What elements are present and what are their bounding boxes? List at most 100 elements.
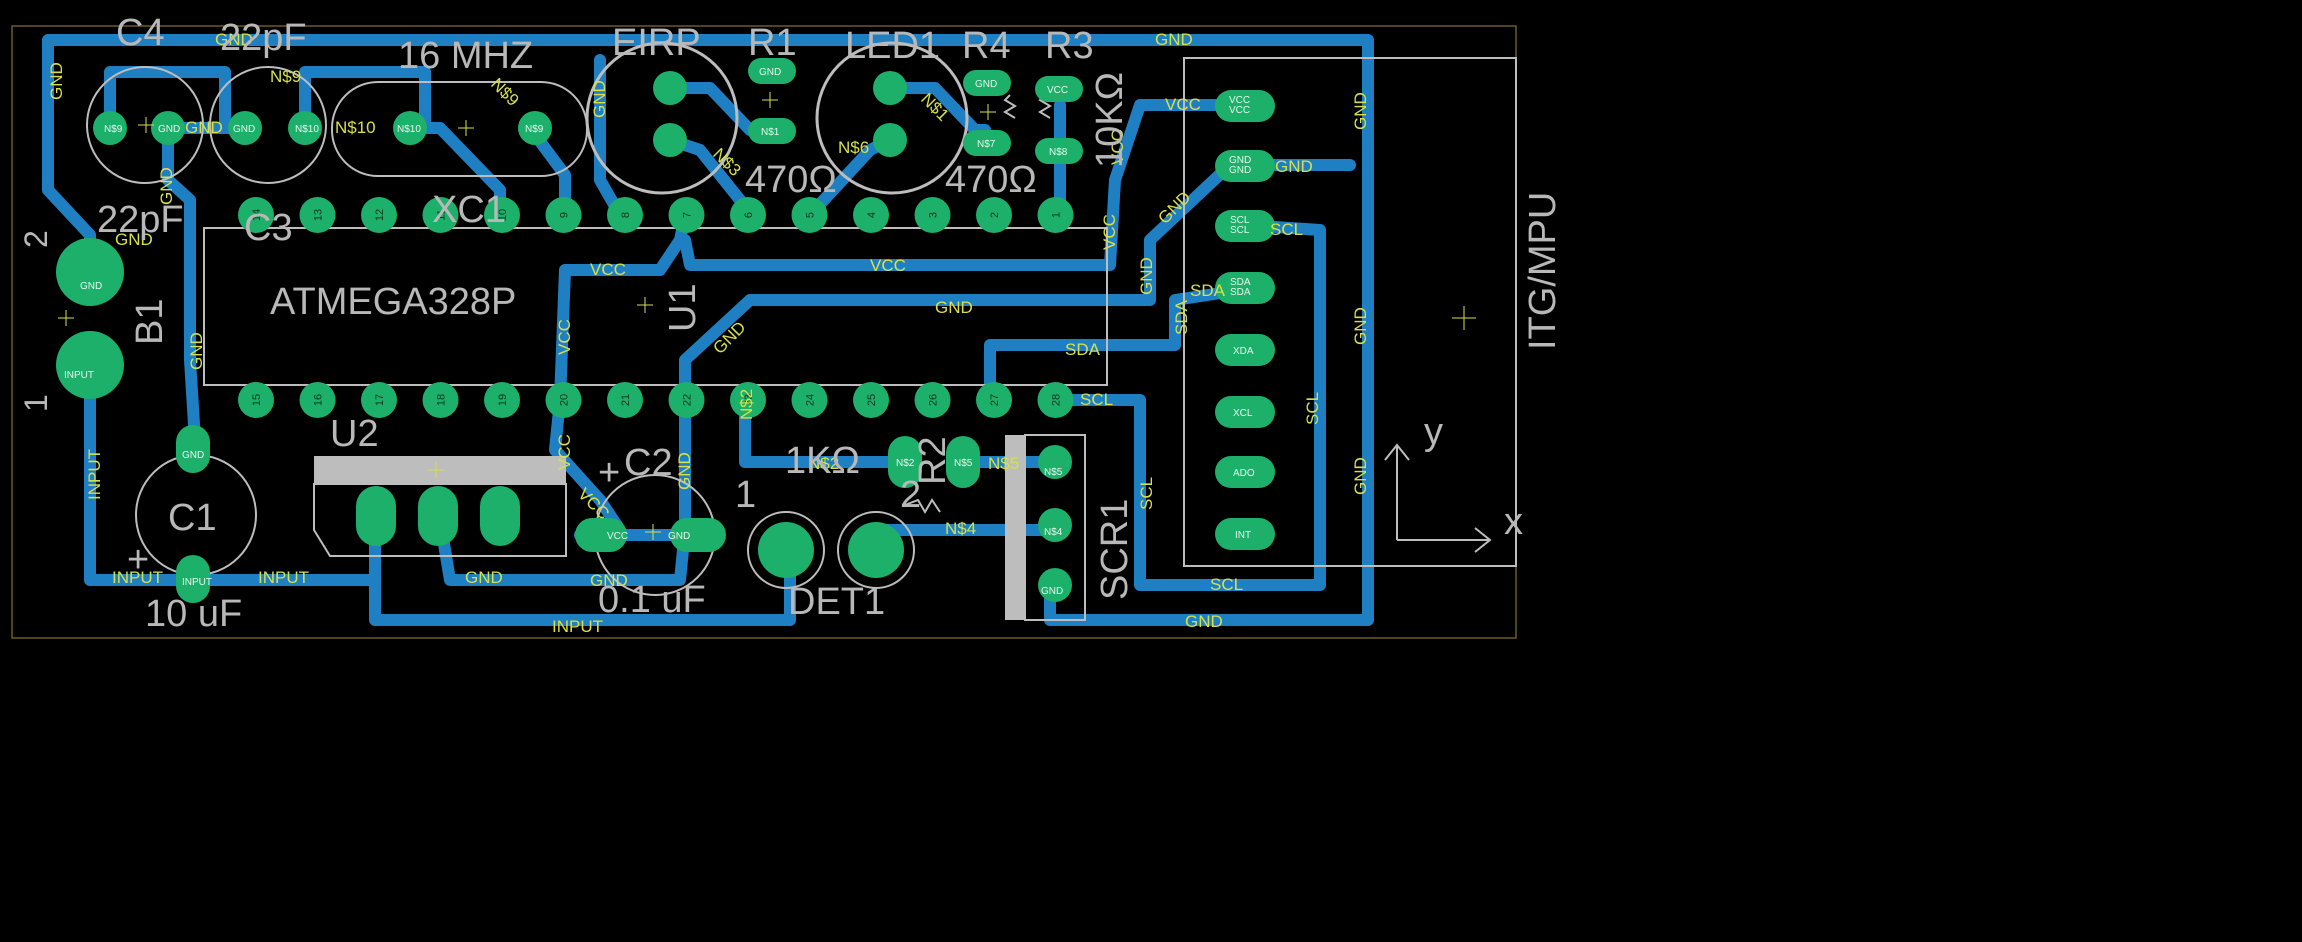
u1-pin-pad: [791, 197, 828, 233]
r4-name: R4: [962, 25, 1011, 67]
axis-y-label: y: [1424, 411, 1443, 453]
pad-text: SDA: [1230, 287, 1251, 298]
pad-text: XCL: [1233, 408, 1253, 419]
net-label: GND: [1275, 157, 1313, 176]
u1-pin-number: 14: [251, 209, 263, 221]
u1-pin-number: 10: [497, 209, 509, 221]
net-label: GND: [1351, 307, 1370, 345]
c4-value: 22pF: [220, 17, 307, 59]
u1-pin-number: 4: [866, 212, 878, 218]
u1-pin-pad: [299, 197, 336, 233]
pad-text: VCC: [1047, 85, 1068, 96]
u1-pin-number: 25: [866, 394, 878, 406]
u1-pin-number: 28: [1051, 394, 1063, 406]
net-label: INPUT: [112, 568, 163, 587]
pad-text: GND: [1041, 586, 1063, 597]
net-label: N$5: [988, 454, 1019, 473]
u1-pin-number: 9: [559, 212, 571, 218]
net-label: VCC: [590, 260, 626, 279]
c4-name: C4: [116, 12, 165, 54]
net-label: SCL: [1270, 220, 1303, 239]
pad-text: N$1: [761, 127, 780, 138]
net-label: GND: [709, 318, 749, 358]
pads: [56, 58, 1275, 603]
u1-pin-number: 27: [989, 394, 1001, 406]
component-labels: C4 22pF 22pF C3 16 MHZ XC1 EIRP R1 470Ω …: [18, 12, 1564, 635]
net-label: SDA: [1190, 281, 1226, 300]
u1-pin-pad: [668, 382, 705, 418]
u1-pin-number: 6: [743, 212, 755, 218]
u1-pin-pad: [730, 197, 766, 233]
net-label: GND: [465, 568, 503, 587]
imu-name: ITG/MPU: [1522, 192, 1564, 350]
net-label: GND: [1185, 612, 1223, 631]
net-label: N$2: [737, 389, 756, 420]
r1-name: R1: [748, 22, 797, 64]
net-label: VCC: [555, 319, 574, 355]
det1-pin1: 1: [735, 474, 756, 516]
net-label: GND: [590, 80, 609, 118]
u1-pin-pad: [853, 382, 889, 418]
u1-pin-number: 19: [497, 394, 509, 406]
u1-pin-pad: [238, 382, 274, 418]
net-label: SCL: [1137, 477, 1156, 510]
r3-name: R3: [1045, 25, 1094, 67]
net-label: INPUT: [85, 449, 104, 500]
net-label: N$4: [945, 519, 976, 538]
pad-text: GND: [158, 124, 180, 135]
pad-text: N$5: [954, 458, 973, 469]
pad-text: GND: [1229, 165, 1251, 176]
det1-pin2: 2: [900, 474, 921, 516]
pad-text: VCC: [1229, 95, 1250, 106]
pad-text: INT: [1235, 530, 1251, 541]
u1-pin-number: 21: [620, 394, 632, 406]
net-label: GND: [675, 452, 694, 490]
net-label: GND: [1351, 457, 1370, 495]
net-label: N$2: [808, 454, 839, 473]
net-label: VCC: [1108, 129, 1127, 165]
silkscreen: [86, 41, 1517, 621]
u1-pin-pad: [361, 382, 397, 418]
net-label: SDA: [1172, 299, 1191, 335]
pad-text: N$5: [1044, 467, 1063, 478]
u1-pin-number: 2: [989, 212, 1001, 218]
u1-value: ATMEGA328P: [270, 281, 516, 323]
net-label: SCL: [1210, 575, 1243, 594]
pad-text: SCL: [1230, 225, 1250, 236]
origin-crosses: [58, 92, 1476, 540]
net-label: VCC: [1165, 95, 1201, 114]
c3-name: C3: [244, 207, 293, 249]
u1-pin-number: 5: [805, 212, 817, 218]
pad-text: ADO: [1233, 468, 1255, 479]
pad-text: GND: [182, 450, 204, 461]
u1-pin-number: 17: [374, 394, 386, 406]
u1-pin-pad: [361, 197, 397, 233]
u1-pin-pad: [914, 197, 951, 233]
u1-pin-pad: [1037, 197, 1074, 233]
u1-pin-pad: [668, 197, 705, 233]
u1-pin-number: 16: [313, 394, 325, 406]
r4-value: 470Ω: [945, 159, 1037, 201]
pad-text: N$8: [1049, 147, 1068, 158]
scr1-name: SCR1: [1094, 499, 1136, 600]
xtal-name: XC1: [432, 189, 506, 231]
u1-pin-number: 15: [251, 394, 263, 406]
pad-text: SCL: [1230, 215, 1250, 226]
c2-plus: +: [598, 452, 620, 494]
pad-text: N$10: [397, 124, 421, 135]
pad-text: N$7: [977, 139, 996, 150]
pad-text: N$10: [295, 124, 319, 135]
c2-value: 0.1 uF: [598, 579, 706, 621]
b1-pin2: 2: [18, 230, 54, 248]
u1-pin-pad: [853, 197, 889, 233]
xtal-value: 16 MHZ: [398, 35, 533, 77]
u1-pin-pad: [791, 382, 828, 418]
u1-pin-number: 1: [1051, 212, 1063, 218]
r1-value: 470Ω: [745, 159, 837, 201]
net-label: GND: [185, 118, 223, 137]
u1-pin-number: 13: [313, 209, 325, 221]
pad-text: N$9: [525, 124, 544, 135]
b1-name: B1: [129, 299, 171, 345]
net-label: GND: [1351, 92, 1370, 130]
net-label: GND: [187, 332, 206, 370]
